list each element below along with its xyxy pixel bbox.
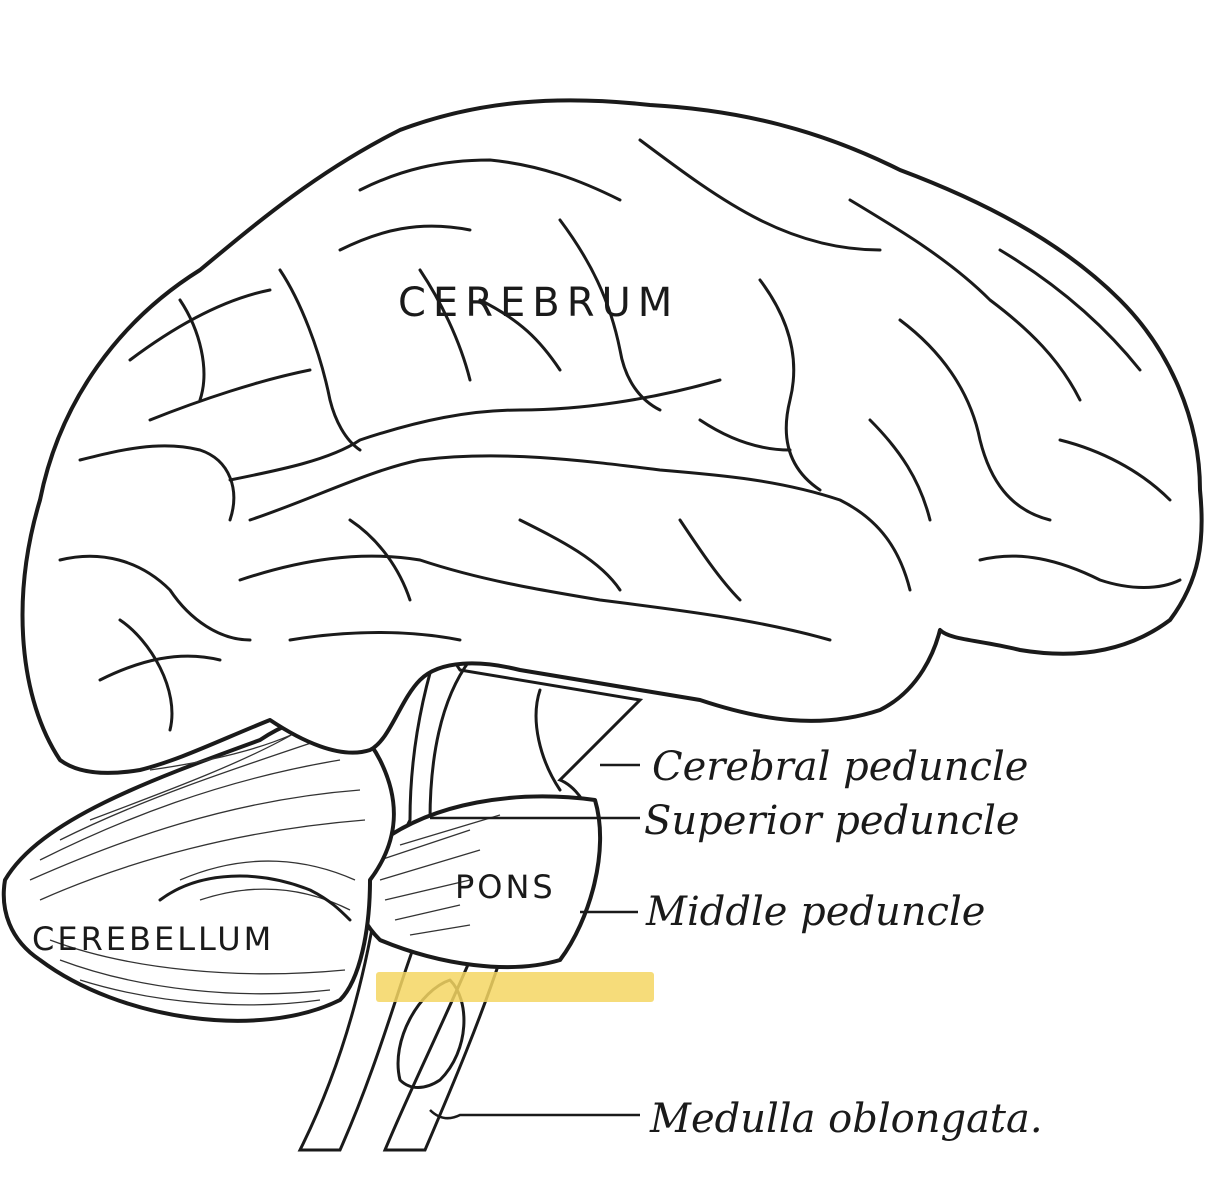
label-pons: PONS: [455, 868, 556, 906]
label-superior-peduncle: Superior peduncle: [644, 798, 1020, 844]
label-cerebrum: CEREBRUM: [398, 280, 679, 326]
cerebellum: [1, 716, 396, 1023]
leader-lines: [429, 763, 640, 1120]
label-cerebral-peduncle: Cerebral peduncle: [652, 744, 1028, 790]
pons: [354, 794, 603, 969]
label-middle-peduncle: Middle peduncle: [645, 889, 985, 935]
highlight-marker: [376, 972, 654, 1002]
label-medulla-oblongata: Medulla oblongata.: [649, 1096, 1043, 1142]
leader-medulla-oblongata: [429, 1109, 640, 1120]
label-cerebellum: CEREBELLUM: [32, 920, 274, 958]
cerebrum: [20, 98, 1204, 775]
